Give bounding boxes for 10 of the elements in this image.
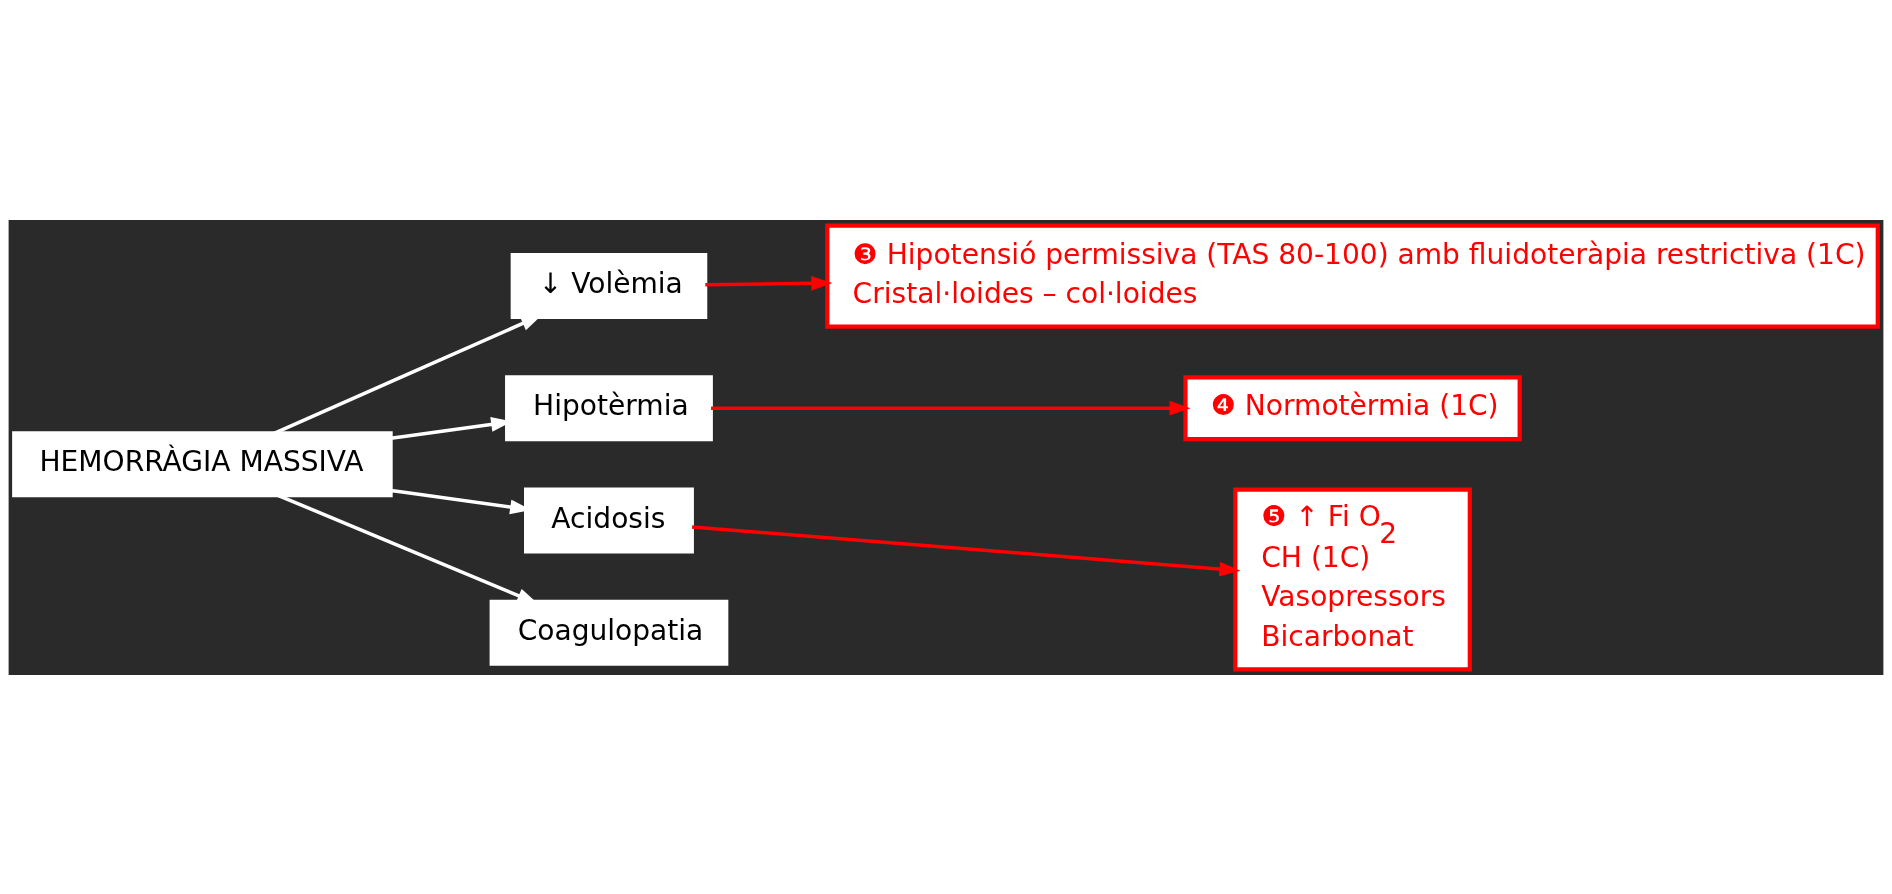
node-box: Acidosis <box>524 487 694 554</box>
arrow <box>705 275 833 291</box>
node-box: Hipotèrmia <box>505 374 713 441</box>
node-box: ❹ Normotèrmia (1C) <box>1183 374 1522 441</box>
arrow <box>691 524 1241 576</box>
node-box: ❸ Hipotensió permissiva (TAS 80-100) amb fluidoteràpia restrictiva (1C) Cristal·loides – col·loides <box>825 223 1880 329</box>
arrow <box>711 400 1191 416</box>
node-box: ↓ Volèmia <box>510 252 708 319</box>
node-box: Coagulopatia <box>489 599 729 666</box>
node-box: HEMORRÀGIA MASSIVA <box>12 430 393 497</box>
